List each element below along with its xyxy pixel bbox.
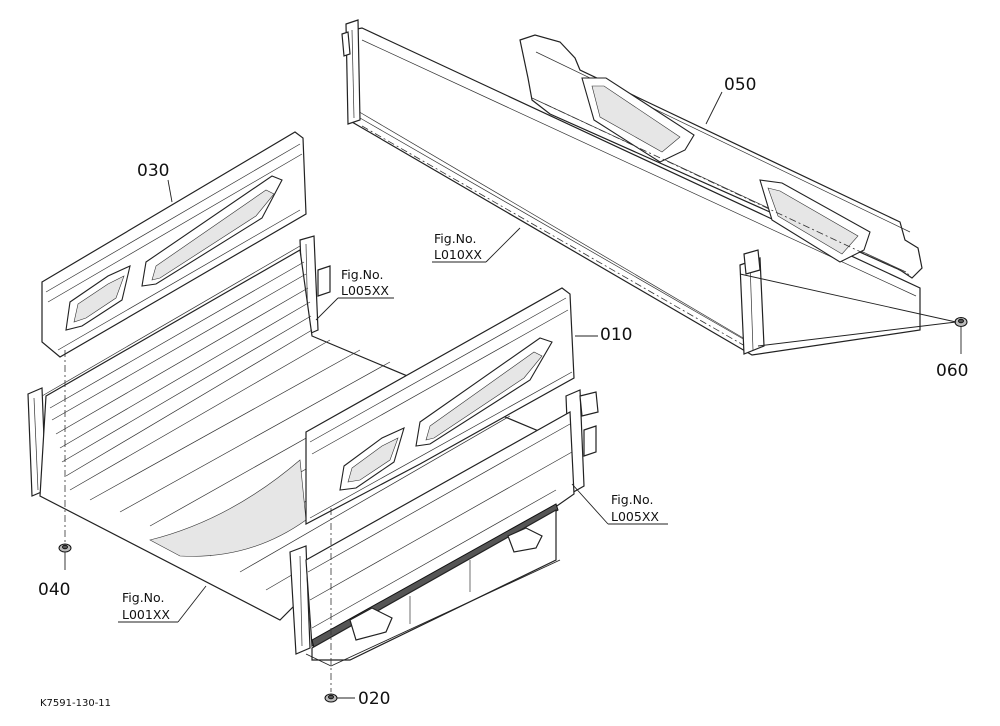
drawing-code: K7591-130-11	[40, 698, 111, 709]
ref-label-l005xx-right: Fig.No. L005XX	[611, 492, 659, 524]
rear-panel-illustration	[519, 34, 923, 279]
ref-label-l005xx-left: Fig.No. L005XX	[341, 267, 389, 298]
ref-label-line2: L001XX	[122, 607, 170, 622]
bolt-060	[954, 317, 968, 327]
bolt-040	[58, 543, 72, 553]
right-side-frame-illustration	[289, 389, 599, 661]
ref-label-line2: L005XX	[341, 283, 389, 298]
ref-label-line1: Fig.No.	[434, 231, 476, 246]
ref-label-line1: Fig.No.	[122, 590, 164, 605]
callout-050: 050	[724, 75, 756, 95]
bolts	[58, 317, 968, 703]
callout-060: 060	[936, 361, 968, 381]
ref-label-line2: L005XX	[611, 509, 659, 524]
callout-030: 030	[137, 161, 169, 181]
ref-label-line1: Fig.No.	[341, 267, 383, 282]
callout-010: 010	[600, 325, 632, 345]
ref-label-l010xx: Fig.No. L010XX	[434, 231, 482, 262]
ref-label-line2: L010XX	[434, 247, 482, 262]
right-side-panel-illustration	[305, 287, 575, 525]
front-panel-illustration	[341, 19, 921, 356]
left-side-panel-illustration	[41, 131, 307, 358]
assembly-lines	[64, 91, 962, 699]
ref-label-l001xx: Fig.No. L001XX	[122, 590, 170, 622]
bolt-020	[324, 693, 338, 703]
callout-040: 040	[38, 580, 70, 600]
floor-deck-illustration	[39, 249, 562, 621]
callout-020: 020	[358, 689, 390, 709]
ref-label-line1: Fig.No.	[611, 492, 653, 507]
